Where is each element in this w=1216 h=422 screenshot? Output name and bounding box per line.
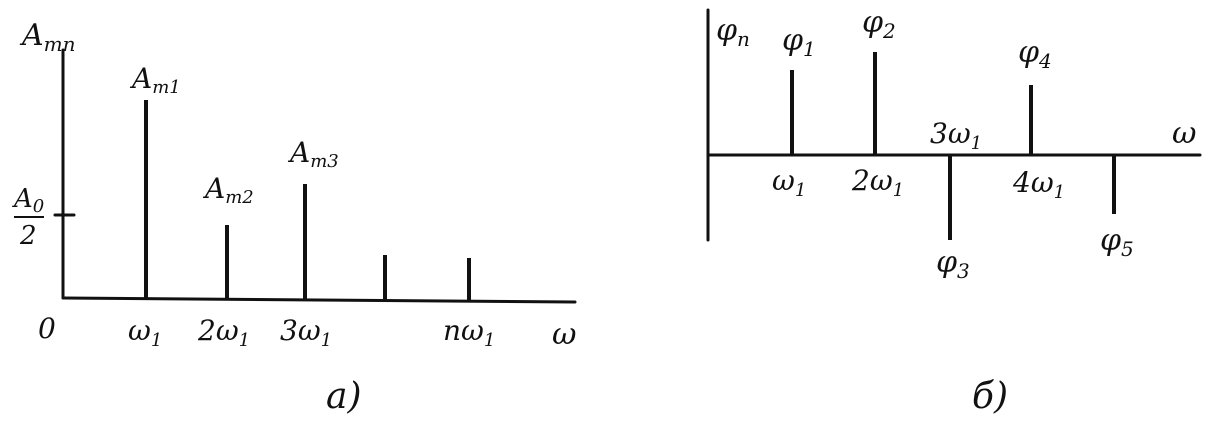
panel-a-tick-2: 2ω1 xyxy=(197,314,250,351)
panel-a-a0-half-label: A0 2 xyxy=(12,184,44,251)
svg-text:A0: A0 xyxy=(12,184,44,217)
panel-a-caption: a) xyxy=(326,376,362,417)
panel-b-line-label-1: φ1 xyxy=(782,23,816,61)
panel-a-tick-1: ω1 xyxy=(128,314,162,351)
panel-b-tick-4: 4ω1 xyxy=(1012,166,1065,203)
panel-a-amplitude-spectrum: Amn A0 2 Am1 Am2 Am3 0 ω1 2ω1 3ω1 nω1 ω … xyxy=(12,18,577,417)
svg-text:2: 2 xyxy=(19,221,37,251)
panel-a-line-label-2: Am2 xyxy=(202,172,254,208)
panel-b-phase-spectrum: φn φ1 φ2 φ3 φ4 φ5 ω1 2ω1 3ω1 4ω1 ω б) xyxy=(706,5,1202,417)
panel-a-tick-3: 3ω1 xyxy=(280,314,332,351)
panel-b-x-axis-label: ω xyxy=(1172,116,1196,151)
panel-a-x-axis-label: ω xyxy=(552,317,576,352)
panel-b-caption: б) xyxy=(972,376,1008,417)
panel-a-tick-n: nω1 xyxy=(443,314,495,351)
panel-a-line-label-1: Am1 xyxy=(129,62,181,98)
panel-b-line-label-5: φ5 xyxy=(1100,223,1134,261)
panel-b-line-label-3: φ3 xyxy=(936,245,970,283)
panel-a-origin-label: 0 xyxy=(38,312,56,345)
panel-b-tick-2: 2ω1 xyxy=(851,164,904,201)
panel-b-tick-3: 3ω1 xyxy=(930,117,982,154)
panel-a-y-axis-label: Amn xyxy=(19,18,76,56)
panel-b-line-label-4: φ4 xyxy=(1018,35,1052,73)
panel-b-tick-1: ω1 xyxy=(772,164,806,201)
panel-b-line-label-2: φ2 xyxy=(862,5,896,43)
panel-a-line-label-3: Am3 xyxy=(287,136,339,172)
panel-a-x-axis xyxy=(61,296,577,304)
panel-b-y-axis-label: φn xyxy=(716,13,750,51)
